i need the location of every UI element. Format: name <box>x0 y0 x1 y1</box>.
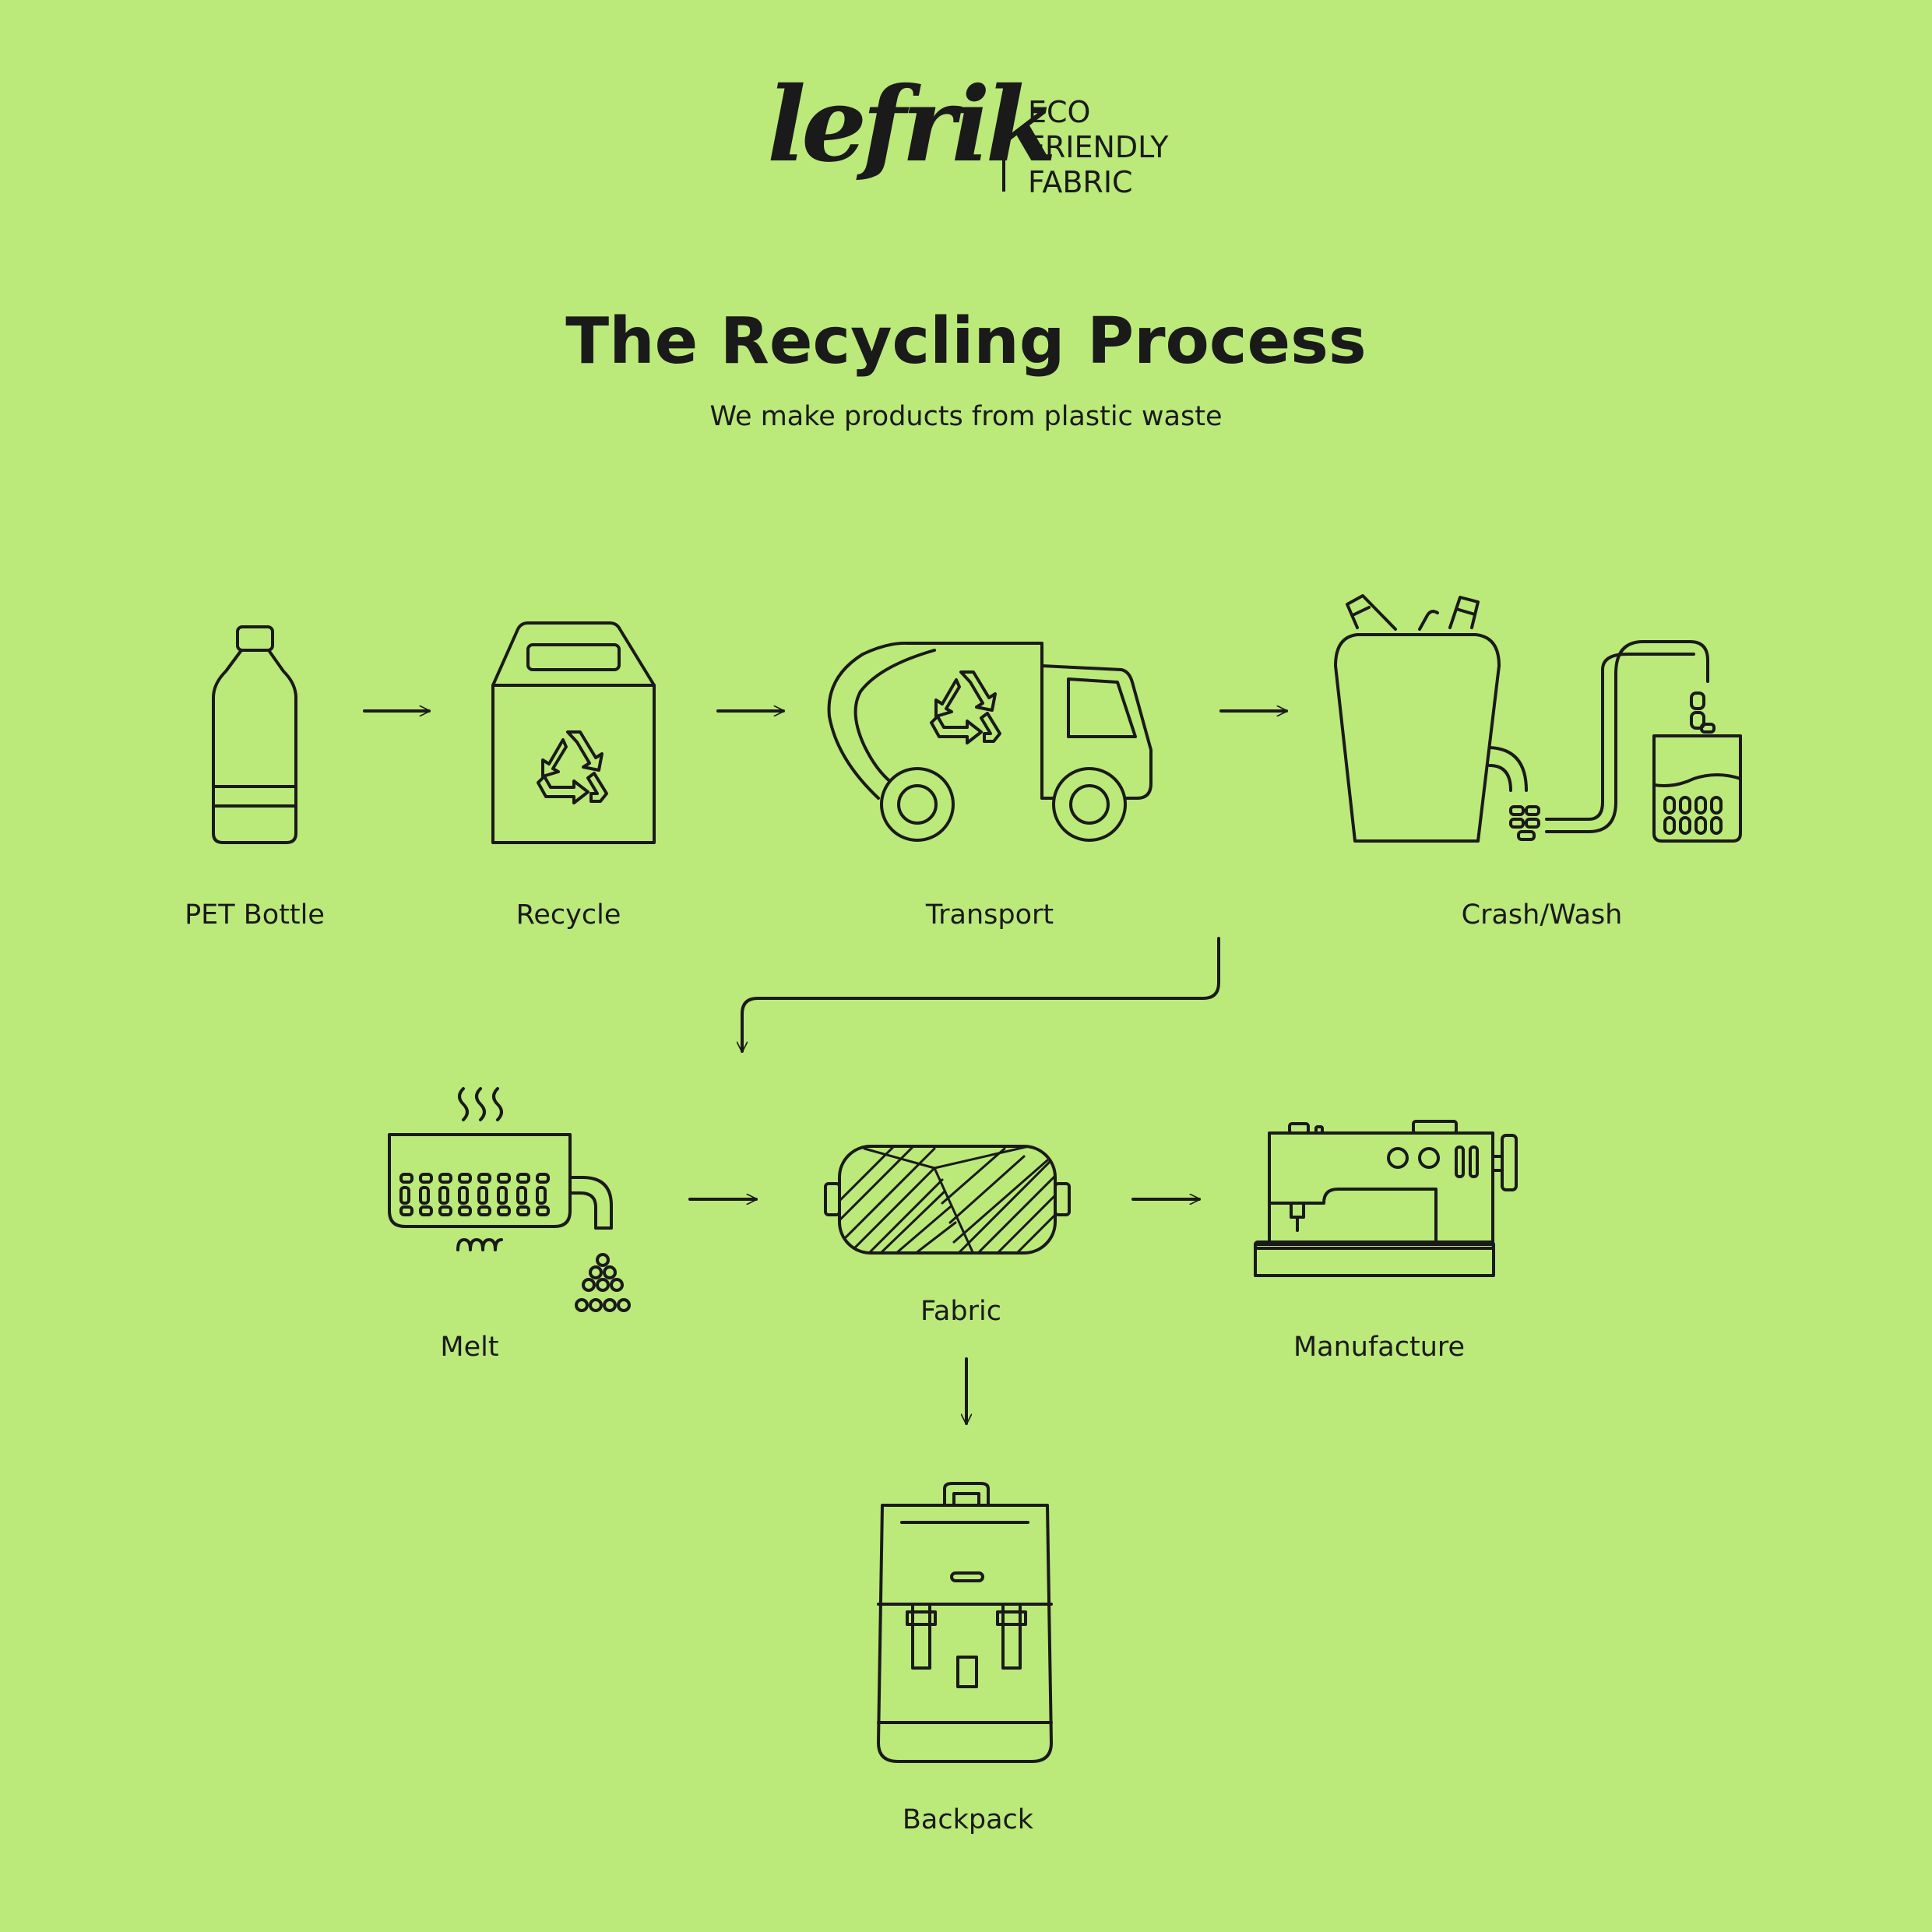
brand-logo: lefrik <box>767 65 1057 185</box>
step-label-manufacture: Manufacture <box>1293 1332 1466 1363</box>
truck-icon <box>829 643 1151 840</box>
recycle-box-icon <box>493 623 654 843</box>
backpack-icon <box>878 1483 1051 1761</box>
melt-pellets <box>401 1174 548 1215</box>
step-label-crash-wash: Crash/Wash <box>1461 899 1623 931</box>
fabric-roll-icon <box>825 1145 1069 1254</box>
bottle-icon <box>213 627 296 843</box>
logo-divider <box>1002 100 1005 192</box>
beads-pile <box>576 1255 629 1311</box>
melt-icon <box>389 1089 629 1311</box>
tagline-line-3: FABRIC <box>1028 165 1133 199</box>
step-label-pet-bottle: PET Bottle <box>185 899 325 931</box>
step-label-transport: Transport <box>925 899 1054 931</box>
arrow-wrap <box>742 938 1219 1051</box>
flow-arrows <box>364 711 1286 1423</box>
step-label-backpack: Backpack <box>902 1804 1034 1835</box>
tagline-line-1: ECO <box>1028 95 1091 129</box>
tagline-line-2: FRIENDLY <box>1028 130 1169 164</box>
page-title: The Recycling Process <box>565 304 1367 378</box>
step-label-melt: Melt <box>440 1332 499 1363</box>
pellets <box>1665 797 1721 833</box>
sewing-machine-icon <box>1255 1121 1516 1276</box>
page-subtitle: We make products from plastic waste <box>709 401 1223 432</box>
brand-tagline: ECO FRIENDLY FABRIC <box>1028 95 1169 200</box>
step-label-fabric: Fabric <box>920 1296 1001 1327</box>
crush-wash-icon <box>1336 596 1740 841</box>
step-label-recycle: Recycle <box>516 899 621 931</box>
